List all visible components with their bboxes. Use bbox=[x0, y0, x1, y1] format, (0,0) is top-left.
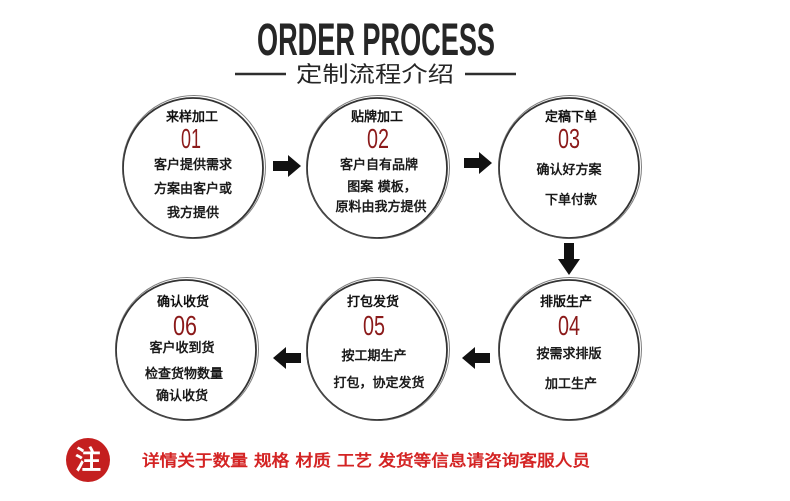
arrow-right-icon bbox=[273, 155, 301, 177]
note-badge-label: 注 bbox=[75, 445, 101, 476]
step-line: 确认好方案 bbox=[536, 162, 602, 178]
step-number: 01 bbox=[181, 123, 201, 154]
page-title: ORDER PROCESS bbox=[257, 14, 495, 65]
step-line: 原料由我方提供 bbox=[335, 199, 426, 215]
step-line: 图案 模板， bbox=[347, 179, 417, 195]
step-line: 按需求排版 bbox=[536, 346, 601, 362]
step-2: 贴牌加工 02 客户自有品牌 图案 模板， 原料由我方提供 bbox=[306, 95, 450, 239]
step-3: 定稿下单 03 确认好方案 下单付款 bbox=[498, 95, 642, 239]
arrow-left-icon bbox=[462, 347, 490, 369]
step-number: 06 bbox=[173, 310, 197, 341]
step-circle-sketch bbox=[115, 277, 259, 421]
step-number: 03 bbox=[558, 123, 580, 154]
step-label: 定稿下单 bbox=[544, 109, 597, 125]
step-label: 确认收货 bbox=[157, 294, 209, 310]
step-6: 确认收货 06 客户收到货 检查货物数量 确认收货 bbox=[115, 277, 259, 421]
step-line: 按工期生产 bbox=[341, 348, 406, 364]
step-line: 客户收到货 bbox=[149, 340, 214, 356]
arrow-left-icon bbox=[273, 347, 301, 369]
step-4: 排版生产 04 按需求排版 加工生产 bbox=[498, 277, 642, 421]
note-text: 详情关于数量 规格 材质 工艺 发货等信息请咨询客服人员 bbox=[142, 451, 590, 470]
step-line: 我方提供 bbox=[167, 205, 219, 221]
step-number: 05 bbox=[363, 310, 385, 341]
step-circle-sketch bbox=[498, 95, 642, 239]
page-subtitle: 定制流程介绍 bbox=[296, 63, 454, 88]
step-number: 04 bbox=[558, 310, 580, 341]
step-label: 贴牌加工 bbox=[351, 109, 403, 125]
step-label: 来样加工 bbox=[165, 109, 218, 125]
arrow-right-icon bbox=[464, 152, 492, 174]
step-line: 确认收货 bbox=[156, 388, 208, 404]
step-circle-sketch bbox=[498, 277, 642, 421]
step-circle-sketch bbox=[306, 277, 450, 421]
step-circle-sketch bbox=[306, 95, 450, 239]
step-number: 02 bbox=[367, 123, 389, 154]
arrow-down-icon bbox=[558, 243, 580, 275]
step-line: 打包，协定发货 bbox=[333, 375, 424, 391]
step-label: 打包发货 bbox=[347, 294, 399, 310]
step-line: 下单付款 bbox=[545, 192, 598, 208]
step-circle-sketch bbox=[122, 95, 266, 239]
step-line: 检查货物数量 bbox=[145, 366, 223, 382]
step-line: 方案由客户或 bbox=[154, 181, 232, 197]
header: ORDER PROCESS 定制流程介绍 bbox=[235, 14, 516, 88]
footer-note: 注 详情关于数量 规格 材质 工艺 发货等信息请咨询客服人员 bbox=[66, 438, 590, 482]
step-line: 加工生产 bbox=[544, 376, 597, 392]
step-1: 来样加工 01 客户提供需求 方案由客户或 我方提供 bbox=[122, 95, 266, 239]
step-line: 客户提供需求 bbox=[154, 157, 233, 173]
step-5: 打包发货 05 按工期生产 打包，协定发货 bbox=[306, 277, 450, 421]
note-badge bbox=[66, 438, 110, 482]
step-label: 排版生产 bbox=[540, 294, 592, 310]
step-line: 客户自有品牌 bbox=[340, 157, 418, 173]
